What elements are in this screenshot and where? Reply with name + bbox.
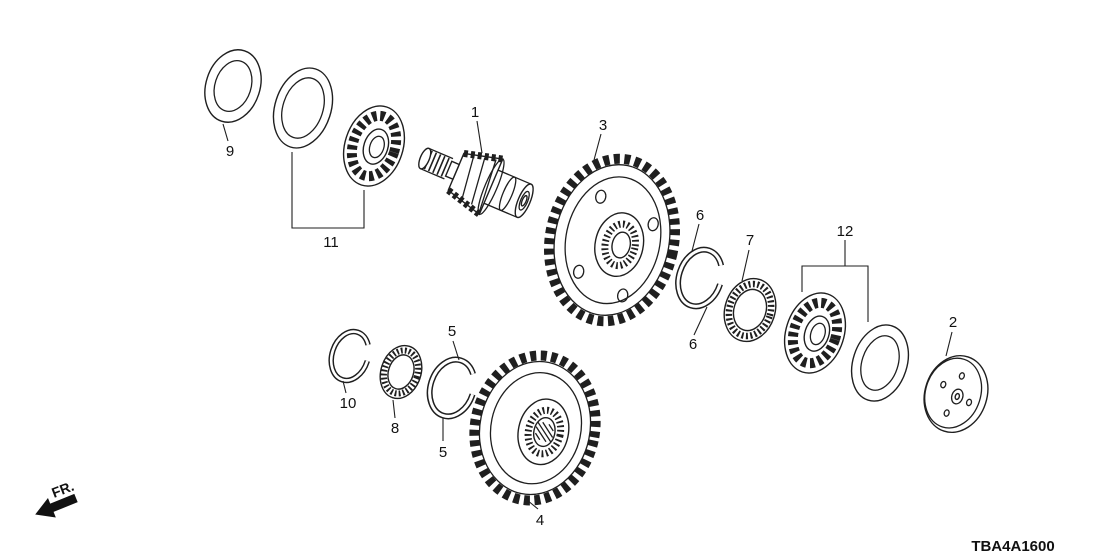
- callout-label-10[interactable]: 10: [340, 395, 357, 412]
- callout-label-9[interactable]: 9: [226, 143, 234, 160]
- part-12-taper-bearing: [783, 292, 847, 374]
- fr-direction-indicator: FR.: [35, 478, 78, 518]
- leader-line-7: [741, 249, 750, 282]
- leader-line-2: [945, 331, 953, 357]
- callout-label-1[interactable]: 1: [471, 104, 479, 121]
- leader-line-6-upper: [691, 223, 700, 252]
- part-8-ring: [379, 344, 423, 400]
- part-7-ring: [723, 277, 777, 343]
- callout-label-7[interactable]: 7: [746, 232, 754, 249]
- fr-label: FR.: [49, 478, 76, 501]
- part-12-race-ring: [850, 324, 910, 402]
- part-2-end-plate: [923, 354, 989, 434]
- leader-line-8: [392, 399, 396, 419]
- part-9-washer: [204, 49, 262, 123]
- callout-label-6-upper[interactable]: 6: [696, 207, 704, 224]
- leader-line-9: [222, 123, 229, 142]
- leader-bracket-12: [801, 240, 869, 322]
- part-1-shaft-gear: [418, 147, 534, 219]
- diagram-code: TBA4A1600: [971, 538, 1054, 554]
- leader-line-1: [476, 120, 483, 154]
- callout-label-4[interactable]: 4: [536, 512, 544, 529]
- callout-label-2[interactable]: 2: [949, 314, 957, 331]
- callout-label-6-lower[interactable]: 6: [689, 336, 697, 353]
- callout-label-12[interactable]: 12: [837, 223, 854, 240]
- callout-label-8[interactable]: 8: [391, 420, 399, 437]
- part-6-snap-ring: [675, 246, 725, 310]
- part-3-helical-gear: [544, 153, 680, 327]
- leader-line-5-upper: [452, 340, 460, 361]
- leader-bracket-11: [291, 152, 365, 229]
- part-11-race-ring: [272, 67, 334, 149]
- callout-label-5-upper[interactable]: 5: [448, 323, 456, 340]
- leader-line-3: [593, 133, 602, 161]
- leader-line-10: [342, 380, 347, 394]
- part-4-helical-gear: [469, 350, 601, 506]
- callout-label-3[interactable]: 3: [599, 117, 607, 134]
- part-11-taper-bearing: [342, 105, 406, 187]
- callout-label-5-lower[interactable]: 5: [439, 444, 447, 461]
- part-10-snap-ring: [328, 328, 372, 384]
- leader-line-4: [526, 499, 539, 510]
- fr-arrow-icon: [35, 493, 78, 518]
- callout-label-11[interactable]: 11: [323, 234, 339, 251]
- part-5-snap-ring: [426, 356, 478, 420]
- leader-line-6-lower: [693, 306, 708, 336]
